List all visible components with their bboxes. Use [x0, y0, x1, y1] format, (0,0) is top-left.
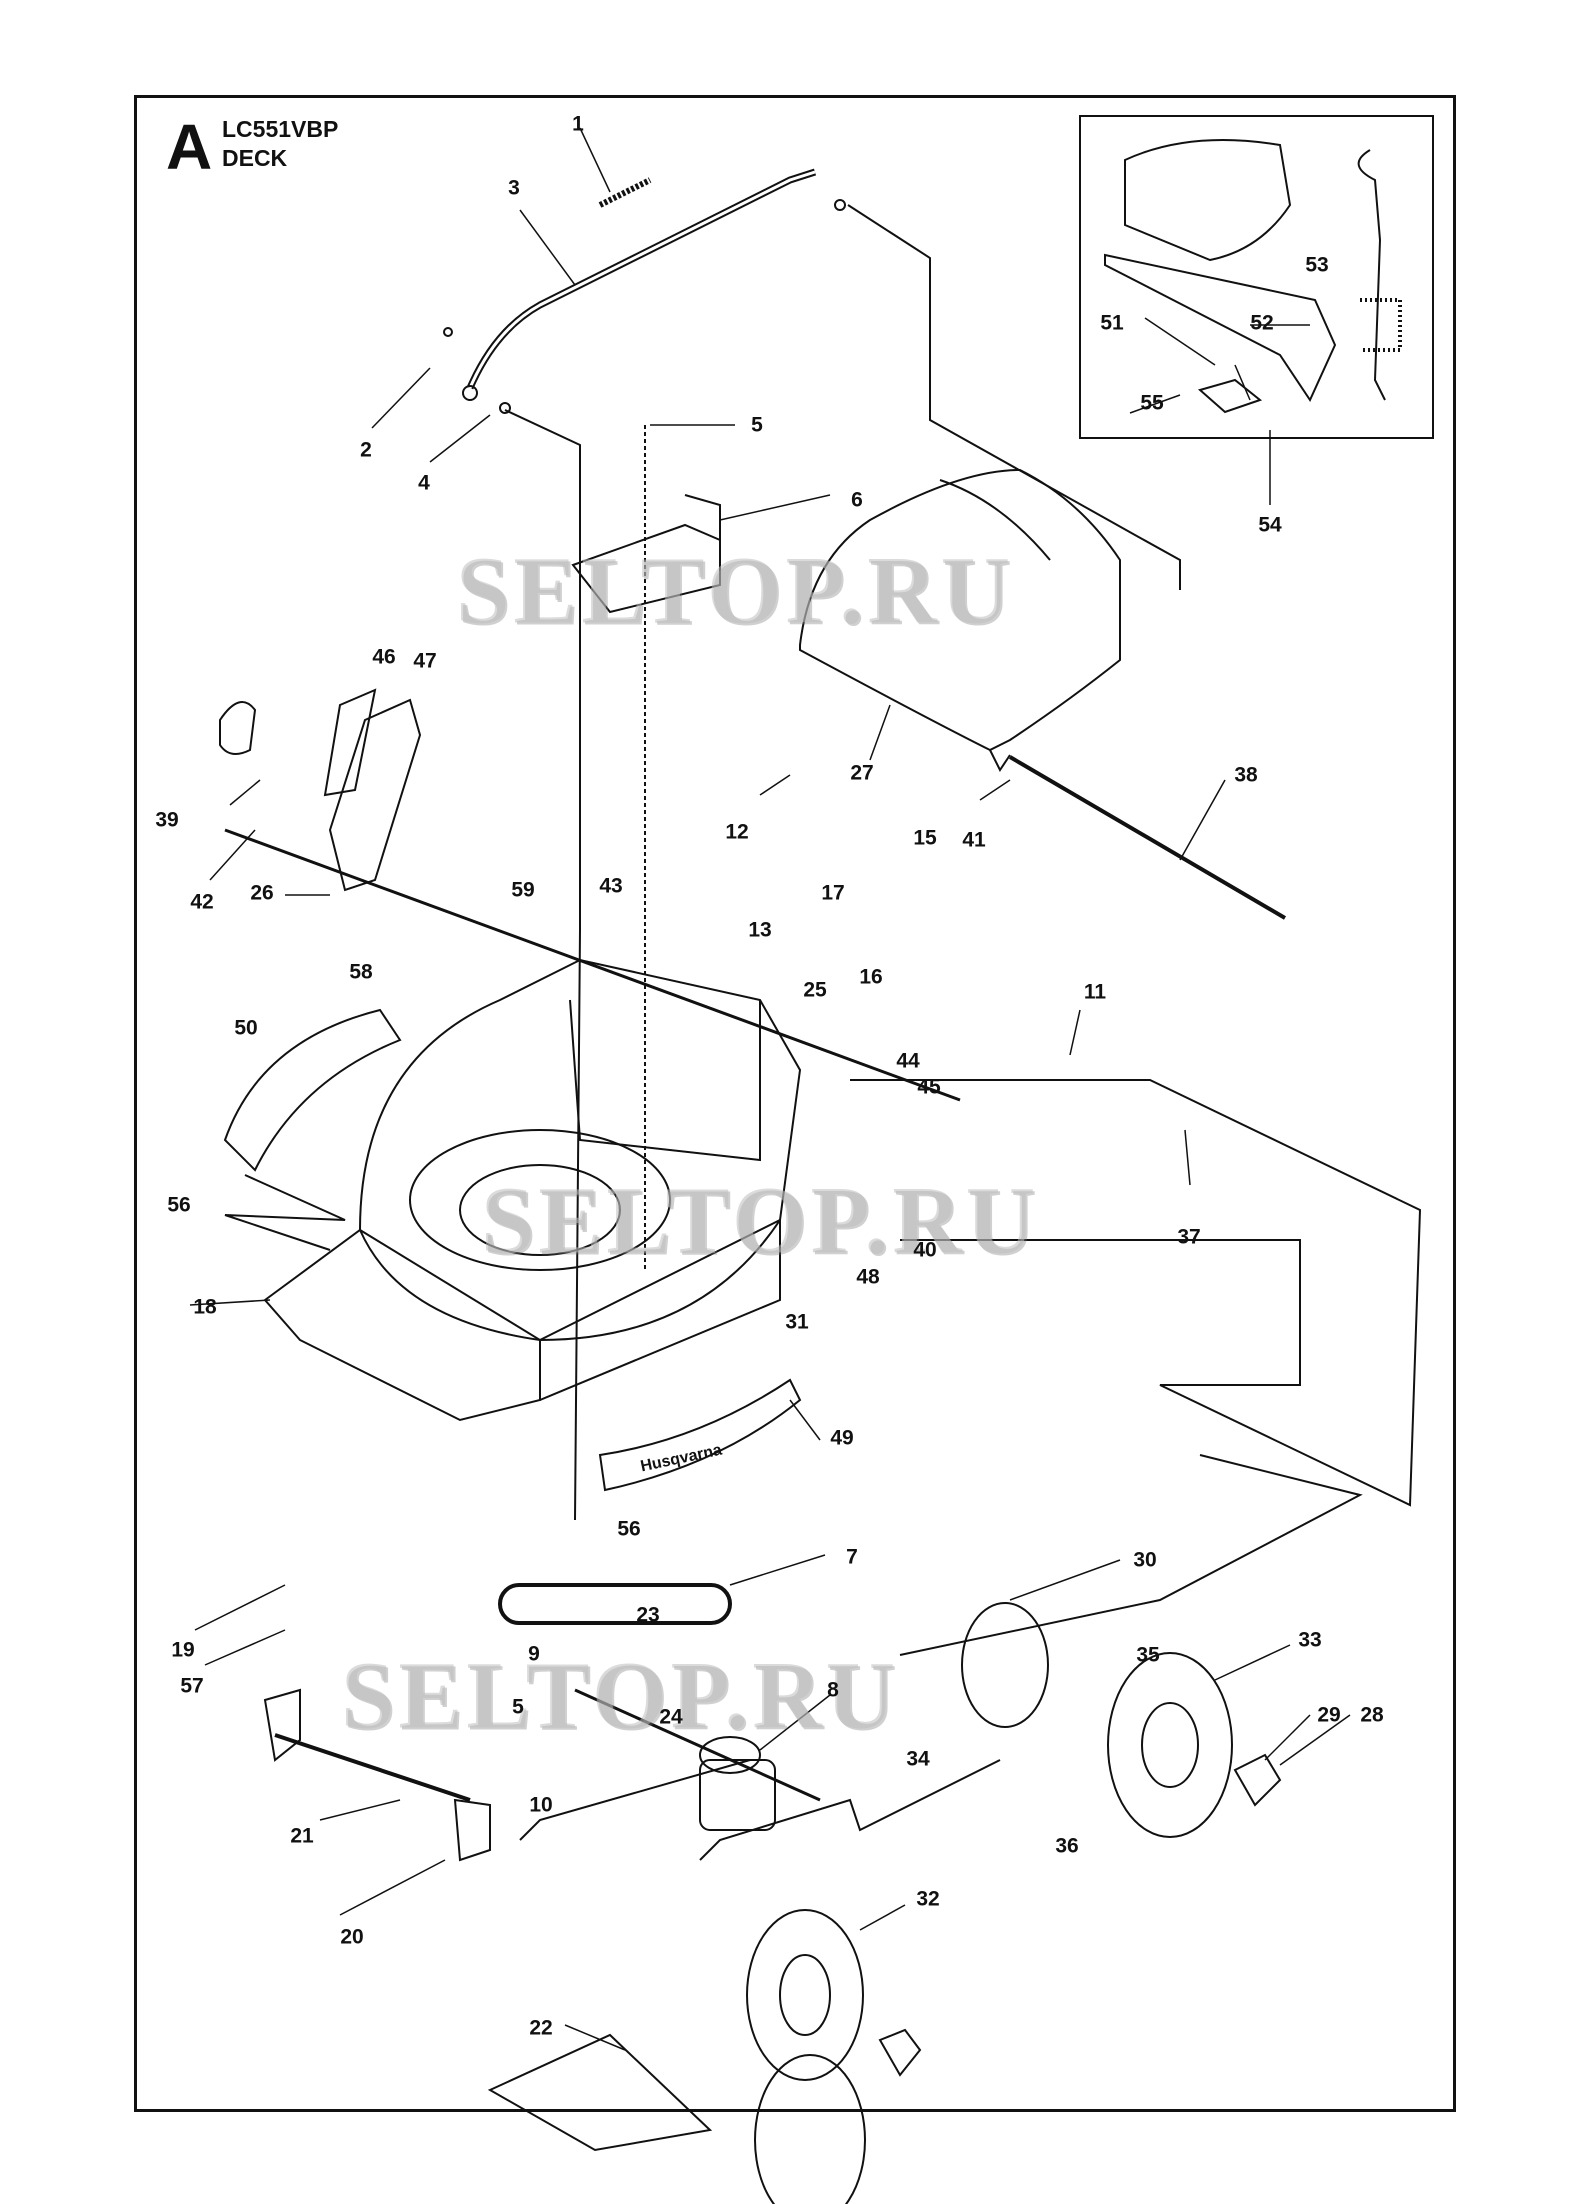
callout-50: 50	[234, 1016, 258, 1040]
section-name: DECK	[222, 145, 288, 171]
callout-39: 39	[155, 808, 179, 832]
callout-58: 58	[349, 960, 373, 984]
callout-40: 40	[913, 1238, 937, 1262]
callout-47: 47	[413, 649, 437, 673]
callout-35: 35	[1136, 1643, 1160, 1667]
callout-27: 27	[850, 761, 874, 785]
callout-45: 45	[917, 1075, 941, 1099]
adjust-knob-part	[219, 701, 257, 755]
callout-55: 55	[1140, 391, 1164, 415]
callout-33: 33	[1298, 1628, 1322, 1652]
rear-axle-rod-part	[1008, 755, 1287, 920]
callout-9: 9	[528, 1642, 540, 1666]
callout-4: 4	[418, 471, 430, 495]
callout-43: 43	[599, 874, 623, 898]
watermark-middle: SELTOP.RU	[480, 1166, 1040, 1274]
callout-18: 18	[193, 1295, 217, 1319]
callout-13: 13	[748, 918, 772, 942]
callout-7: 7	[846, 1545, 858, 1569]
callout-44: 44	[896, 1049, 920, 1073]
front-trim-part	[598, 1378, 802, 1492]
callout-11: 11	[1083, 980, 1107, 1004]
callout-34: 34	[906, 1747, 930, 1771]
callout-51: 51	[1100, 311, 1124, 335]
axle-bracket-part	[453, 1798, 491, 1862]
deck-plate-part	[487, 2033, 713, 2152]
callout-16: 16	[859, 965, 883, 989]
nut-part	[834, 199, 846, 211]
callout-49: 49	[830, 1426, 854, 1450]
callout-20: 20	[340, 1925, 364, 1949]
nut-part	[499, 402, 511, 414]
handle-spring-part	[598, 177, 652, 208]
callout-21: 21	[290, 1824, 314, 1848]
callout-29: 29	[1317, 1703, 1341, 1727]
callout-57: 57	[180, 1674, 204, 1698]
callout-26: 26	[250, 881, 274, 905]
callout-19: 19	[171, 1638, 195, 1662]
callout-56a: 56	[167, 1193, 191, 1217]
watermark-top: SELTOP.RU	[455, 536, 1015, 644]
callout-15: 15	[913, 826, 937, 850]
callout-56b: 56	[617, 1517, 641, 1541]
callout-41: 41	[962, 828, 986, 852]
callout-46: 46	[372, 645, 396, 669]
callout-59: 59	[511, 878, 535, 902]
callout-17: 17	[821, 881, 845, 905]
height-adjust-bracket-part	[323, 688, 422, 892]
callout-32: 32	[916, 1887, 940, 1911]
wheel-assembly-33	[1107, 1652, 1282, 1838]
inset-parts	[1104, 139, 1402, 414]
callout-3: 3	[508, 176, 520, 200]
callout-48: 48	[856, 1265, 880, 1289]
callout-8: 8	[827, 1678, 839, 1702]
callout-31: 31	[785, 1310, 809, 1334]
callout-10: 10	[529, 1793, 553, 1817]
wheel-cover-disc-part	[961, 1602, 1049, 1728]
callout-53: 53	[1305, 253, 1329, 277]
bolt-part	[443, 327, 453, 337]
deck-body-part	[263, 958, 802, 1422]
upper-handle-part	[462, 168, 817, 401]
callout-23: 23	[636, 1603, 660, 1627]
wheel-assembly-32	[746, 1909, 922, 2081]
callout-25: 25	[803, 978, 827, 1002]
axle-bracket-part	[263, 1688, 301, 1762]
callout-37: 37	[1177, 1225, 1201, 1249]
gearbox-part	[574, 1688, 821, 1831]
callout-1: 1	[572, 112, 584, 136]
watermark-bottom: SELTOP.RU	[340, 1641, 900, 1749]
callout-28: 28	[1360, 1703, 1384, 1727]
front-axle-part	[224, 828, 961, 1102]
blade-kit-inset	[1079, 115, 1434, 439]
callout-12: 12	[725, 820, 749, 844]
callout-36: 36	[1055, 1834, 1079, 1858]
model-name: LC551VBP	[222, 116, 339, 142]
callout-5b: 5	[512, 1695, 524, 1719]
callout-22: 22	[529, 2016, 553, 2040]
wheel-axle-part	[274, 1733, 471, 1802]
front-wheel-part	[754, 2054, 866, 2204]
section-letter: A	[166, 111, 213, 183]
drawing-frame	[134, 95, 1456, 2112]
callout-2: 2	[360, 438, 372, 462]
discharge-flap-part	[571, 494, 721, 614]
side-guard-part	[223, 1008, 402, 1172]
callout-6: 6	[851, 488, 863, 512]
rear-cover-part	[799, 468, 1121, 772]
callout-42: 42	[190, 890, 214, 914]
callout-24: 24	[659, 1705, 683, 1729]
callout-38: 38	[1234, 763, 1258, 787]
callout-52: 52	[1250, 311, 1274, 335]
callout-30: 30	[1133, 1548, 1157, 1572]
drive-belt-part	[498, 1583, 732, 1625]
leader-lines	[189, 127, 1351, 2051]
callout-5a: 5	[751, 413, 763, 437]
callout-54: 54	[1258, 513, 1282, 537]
